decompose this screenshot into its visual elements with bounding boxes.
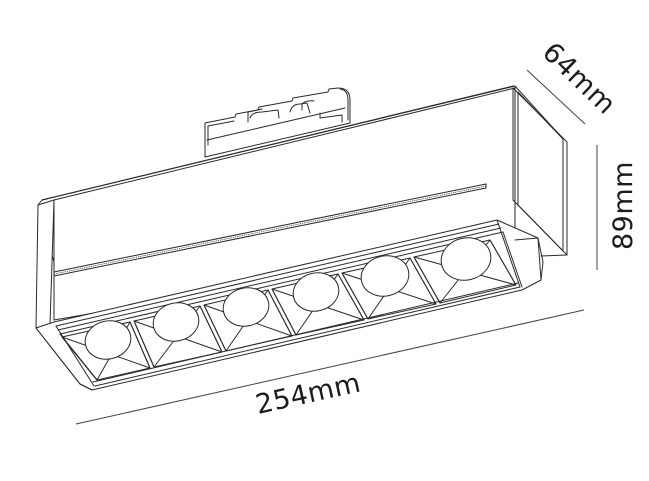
length-dimension-line (75, 309, 585, 425)
depth-label: 64mm (536, 37, 622, 121)
lens-cell-6 (413, 237, 517, 304)
dimension-depth: 64mm (526, 37, 622, 125)
housing-body (35, 85, 568, 329)
lens-cell-1 (61, 320, 151, 381)
lens-cell-4 (271, 272, 365, 336)
lens-cell-2 (133, 302, 223, 368)
dimension-height: 89mm (596, 145, 639, 270)
lens-cell-3 (203, 287, 293, 352)
lens-cell-5 (341, 255, 437, 320)
lens-cells (61, 237, 517, 381)
length-label: 254mm (253, 367, 364, 420)
height-label: 89mm (608, 161, 639, 250)
track-adapter (204, 87, 351, 158)
depth-dimension-line (526, 69, 586, 125)
